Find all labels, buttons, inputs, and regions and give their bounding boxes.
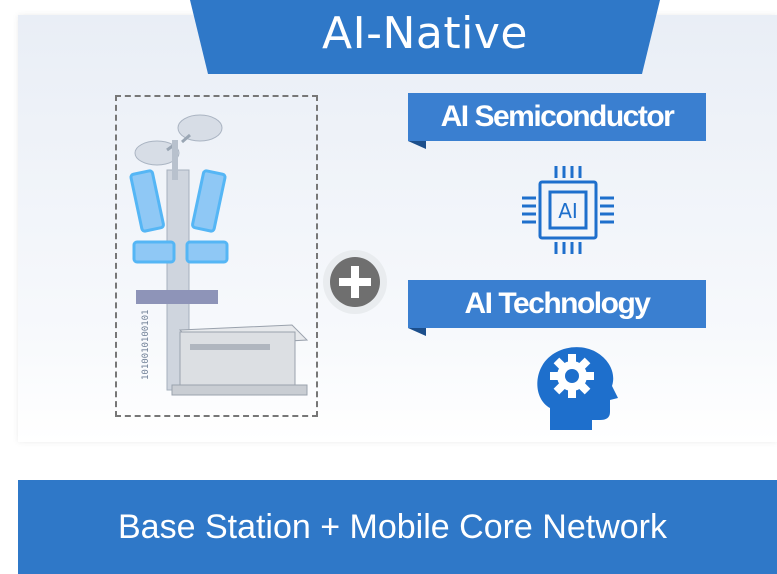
ai-technology-banner: AI Technology [408, 280, 706, 336]
chip-label: AI [558, 199, 578, 223]
head-gear-icon [532, 340, 618, 440]
svg-text:1010010100101: 1010010100101 [141, 310, 151, 380]
ai-technology-label: AI Technology [464, 287, 651, 320]
plus-circle-icon [320, 247, 390, 322]
ai-semiconductor-label: AI Semiconductor [440, 100, 675, 133]
footer-label: Base Station + Mobile Core Network [118, 508, 667, 546]
title-tab: AI-Native [190, 0, 660, 74]
base-station-illustration: 1010010100101 [112, 100, 312, 405]
footer-bar: Base Station + Mobile Core Network [18, 480, 777, 574]
base-station-frame [115, 95, 318, 417]
ai-chip-icon: AI [516, 160, 620, 269]
title-text: AI-Native [322, 8, 528, 59]
ai-semiconductor-banner: AI Semiconductor [408, 93, 706, 149]
